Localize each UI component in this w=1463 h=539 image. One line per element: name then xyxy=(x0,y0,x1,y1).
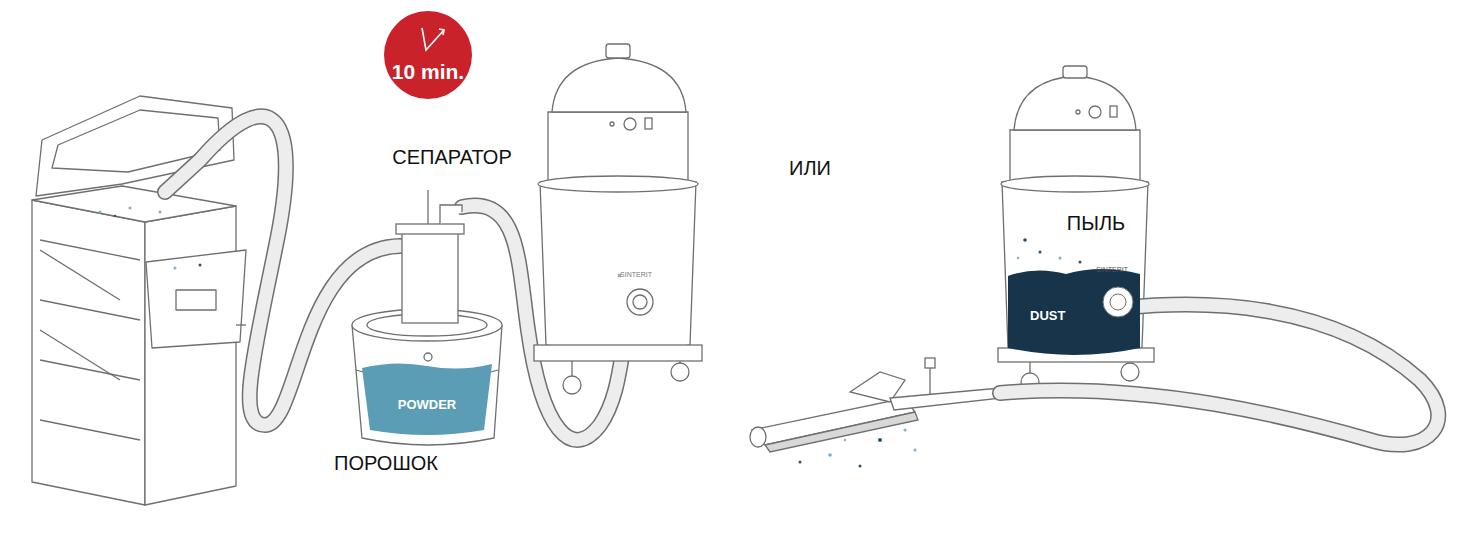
note-label: ИЛИ xyxy=(789,157,831,180)
floor-tool xyxy=(750,358,1002,468)
separator xyxy=(396,224,464,234)
dust-fill-outline xyxy=(1006,262,1142,358)
vacuum-cleaner xyxy=(563,376,581,394)
vacuum-cleaner xyxy=(548,112,688,182)
floor-tool xyxy=(878,438,882,442)
floor-tool xyxy=(844,439,846,441)
vacuum-cleaner xyxy=(1039,251,1042,254)
vacuum-cleaner xyxy=(1014,76,1136,130)
vacuum-cleaner xyxy=(627,289,653,315)
vacuum-cleaner xyxy=(645,118,652,129)
vacuum-cleaner xyxy=(540,182,696,353)
vacuum-cleaner xyxy=(671,363,689,381)
printer xyxy=(40,240,140,260)
printer xyxy=(174,267,177,270)
hose-inlet xyxy=(1103,287,1133,317)
printer xyxy=(236,324,246,325)
vacuum-cleaner xyxy=(1079,261,1082,264)
vacuum-cleaner xyxy=(571,361,572,376)
floor-tool xyxy=(750,427,766,447)
floor-tool xyxy=(925,358,935,368)
separator xyxy=(440,205,462,224)
vacuum-cleaner xyxy=(538,176,698,192)
vacuum-cleaner xyxy=(606,44,630,58)
printer xyxy=(32,200,145,505)
floor-tool xyxy=(914,449,917,452)
floor-tool xyxy=(890,388,1002,410)
clock-icon xyxy=(422,28,444,50)
printer xyxy=(99,211,102,214)
separator xyxy=(402,228,458,323)
floor-tool xyxy=(859,465,862,468)
vacuum-cleaner xyxy=(534,345,702,361)
printer xyxy=(40,300,140,320)
printer xyxy=(40,250,120,300)
vacuum-cleaner xyxy=(1001,176,1149,192)
vacuum-cleaner xyxy=(1089,106,1101,118)
printer xyxy=(40,420,140,440)
powder-shape xyxy=(362,363,492,435)
printer xyxy=(146,250,246,348)
vacuum-cleaner xyxy=(1017,257,1019,259)
separator xyxy=(427,190,428,224)
logo-text: SINTERIT xyxy=(1096,266,1128,273)
separator xyxy=(352,190,502,445)
printer xyxy=(40,330,120,380)
vacuum-cleaner xyxy=(624,118,636,130)
printer xyxy=(145,206,236,505)
part-label: СЕПАРАТОР xyxy=(392,146,512,169)
vacuum-cleaner xyxy=(610,122,614,126)
dust-fill: DUST xyxy=(1006,262,1142,358)
node-text: 10 min. xyxy=(392,60,464,84)
separator xyxy=(352,325,502,445)
part-label: ПЫЛЬ xyxy=(1067,212,1125,235)
vacuum-cleaner xyxy=(534,44,702,394)
separator xyxy=(424,353,432,361)
vacuum-cleaner xyxy=(552,58,686,112)
printer xyxy=(114,215,116,217)
vacuum-cleaner xyxy=(1059,257,1062,260)
vacuum-cleaner xyxy=(1010,130,1140,182)
printer xyxy=(159,211,162,214)
printer xyxy=(129,207,132,210)
printer xyxy=(176,290,216,310)
clock-icon xyxy=(439,29,444,35)
clock-icon xyxy=(422,28,444,50)
floor-tool xyxy=(799,461,802,464)
vacuum-cleaner xyxy=(998,66,1154,391)
printer xyxy=(199,264,202,267)
printer xyxy=(32,96,246,505)
floor-tool xyxy=(929,368,930,395)
logo-text: SINTERIT xyxy=(620,271,652,278)
floor-tool xyxy=(828,453,832,457)
floor-tool xyxy=(765,412,918,452)
vacuum-cleaner xyxy=(633,295,647,309)
vacuum-cleaner xyxy=(1023,238,1027,242)
vacuum-cleaner xyxy=(1063,66,1087,78)
floor-tool xyxy=(904,429,907,432)
vacuum-cleaner xyxy=(1110,106,1117,117)
node-text: DUST xyxy=(1030,308,1065,323)
part-label: ПОРОШОК xyxy=(334,452,438,475)
dust-shape xyxy=(1008,269,1140,355)
powder-fill: POWDER xyxy=(360,360,494,438)
hose-inlet xyxy=(1110,294,1126,310)
timer-badge: 10 min. xyxy=(383,10,473,100)
timer-badge-outline xyxy=(383,10,473,100)
vacuum-cleaner xyxy=(1076,110,1080,114)
badge-circle xyxy=(384,11,472,99)
vacuum-cleaner xyxy=(1002,182,1148,356)
vacuum-cleaner xyxy=(1029,362,1030,373)
printer xyxy=(40,360,140,380)
vacuum-cleaner xyxy=(679,361,680,363)
vacuum-cleaner xyxy=(1121,363,1139,381)
node-text: POWDER xyxy=(398,397,457,412)
